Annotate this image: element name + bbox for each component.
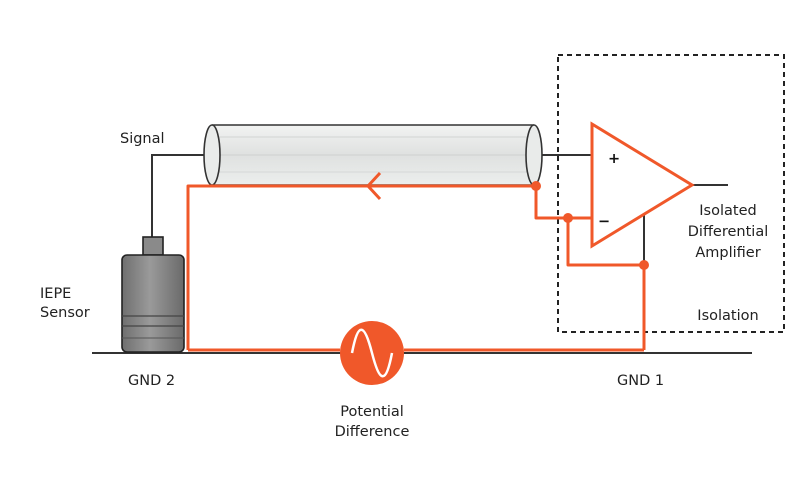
signal-label: Signal bbox=[120, 131, 165, 147]
gnd1-label: GND 1 bbox=[617, 373, 664, 389]
amplifier-label-2: Differential bbox=[688, 224, 769, 240]
amplifier-label-3: Amplifier bbox=[695, 245, 760, 261]
potential-difference-label: Potential bbox=[340, 404, 404, 420]
potential-source bbox=[340, 321, 404, 385]
gnd2-label: GND 2 bbox=[128, 373, 175, 389]
junction-dot bbox=[531, 181, 541, 191]
junction-dot bbox=[639, 260, 649, 270]
amplifier-triangle bbox=[590, 121, 695, 249]
iepe-sensor bbox=[121, 236, 185, 353]
minus-symbol: − bbox=[598, 214, 610, 230]
ground-loop-path bbox=[186, 171, 646, 352]
coax-cable bbox=[203, 124, 543, 186]
junction-dot bbox=[563, 213, 573, 223]
amplifier-label: Isolated bbox=[699, 203, 756, 219]
isolation-boundary bbox=[557, 54, 785, 333]
plus-symbol: + bbox=[608, 151, 620, 167]
iepe-sensor-label-2: Sensor bbox=[40, 305, 90, 321]
potential-difference-label-2: Difference bbox=[335, 424, 410, 440]
signal-wire bbox=[151, 154, 210, 238]
iepe-sensor-label: IEPE bbox=[40, 286, 71, 302]
isolation-label: Isolation bbox=[697, 308, 758, 324]
